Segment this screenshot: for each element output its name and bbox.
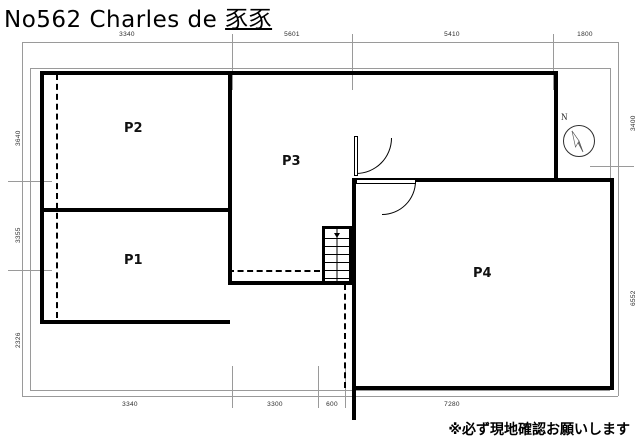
page-title-prefix: No562 Charles de xyxy=(4,7,226,33)
page-title-cjk: 豕豕 xyxy=(225,7,273,33)
dimension-top-1: 3340 xyxy=(119,31,135,38)
compass-north-label: N xyxy=(561,112,568,122)
guide-line-inner-bottom xyxy=(30,390,610,391)
stairs-tread xyxy=(325,238,349,239)
dimension-line-bottom xyxy=(22,396,618,397)
wall-left-block-bottom xyxy=(40,320,230,324)
setback-line-stairs xyxy=(344,284,346,388)
stairs-tread xyxy=(325,254,349,255)
site-confirmation-note: ※必ず現地確認お願いします xyxy=(448,422,630,438)
wall-p2-p1-divider xyxy=(40,208,230,212)
stairs-direction-line xyxy=(336,229,338,281)
wall-p4-bottom xyxy=(352,386,614,390)
dimension-tick-top-1 xyxy=(232,34,233,90)
dimension-tick-top-2 xyxy=(352,34,353,90)
dimension-top-3: 5410 xyxy=(444,31,460,38)
dimension-left-3: 2326 xyxy=(15,332,22,348)
dimension-bottom-3: 600 xyxy=(326,401,338,408)
stairs-tread xyxy=(325,270,349,271)
dimension-line-left xyxy=(22,42,23,396)
dimension-tick-bottom-2 xyxy=(318,366,319,408)
door-leaf-upper xyxy=(354,136,358,176)
compass-needle xyxy=(571,130,584,153)
dimension-left-2: 3355 xyxy=(15,227,22,243)
dimension-right-2: 6552 xyxy=(630,290,637,306)
door-swing-icon-upper xyxy=(356,138,392,174)
dimension-tick-top-3 xyxy=(553,34,554,90)
setback-line-left xyxy=(56,74,58,318)
room-label-p3: P3 xyxy=(282,154,301,169)
dimension-top-2: 5601 xyxy=(284,31,300,38)
wall-upper-right-outer xyxy=(554,71,558,181)
floor-plan-canvas: P2 P1 P3 P4 N 3340 5601 5410 1800 3340 3… xyxy=(0,26,640,420)
compass-icon: N xyxy=(561,112,595,157)
wall-p4-top xyxy=(352,178,614,182)
wall-left-outer xyxy=(40,71,44,324)
stairs-icon xyxy=(322,226,352,284)
room-label-p1: P1 xyxy=(124,253,143,268)
dimension-tick-right-1 xyxy=(590,166,634,167)
stairs-tread xyxy=(325,262,349,263)
dimension-tick-bottom-1 xyxy=(232,366,233,408)
wall-p4-left xyxy=(352,178,356,420)
dimension-top-4: 1800 xyxy=(577,31,593,38)
dimension-bottom-1: 3340 xyxy=(122,401,138,408)
dimension-bottom-2: 3300 xyxy=(267,401,283,408)
door-leaf-lower xyxy=(356,179,416,184)
wall-p4-right xyxy=(610,178,614,390)
wall-p3-bottom-stub xyxy=(228,281,354,285)
room-label-p4: P4 xyxy=(473,266,492,281)
dimension-right-1: 3400 xyxy=(630,115,637,131)
dimension-left-1: 3640 xyxy=(15,130,22,146)
guide-line-inner-left xyxy=(30,68,31,390)
stairs-tread xyxy=(325,278,349,279)
room-label-p2: P2 xyxy=(124,121,143,136)
door-swing-icon-lower xyxy=(382,181,416,215)
guide-line-inner-top xyxy=(30,68,610,69)
dimension-bottom-4: 7280 xyxy=(444,401,460,408)
opening-line-p3 xyxy=(228,270,320,272)
stairs-direction-arrow xyxy=(334,233,340,238)
dimension-line-top xyxy=(22,42,618,43)
wall-p3-left xyxy=(228,71,232,284)
wall-top-outer xyxy=(40,71,558,75)
page-title: No562 Charles de 豕豕 xyxy=(4,0,272,34)
dimension-line-right xyxy=(618,42,619,396)
stairs-tread xyxy=(325,246,349,247)
